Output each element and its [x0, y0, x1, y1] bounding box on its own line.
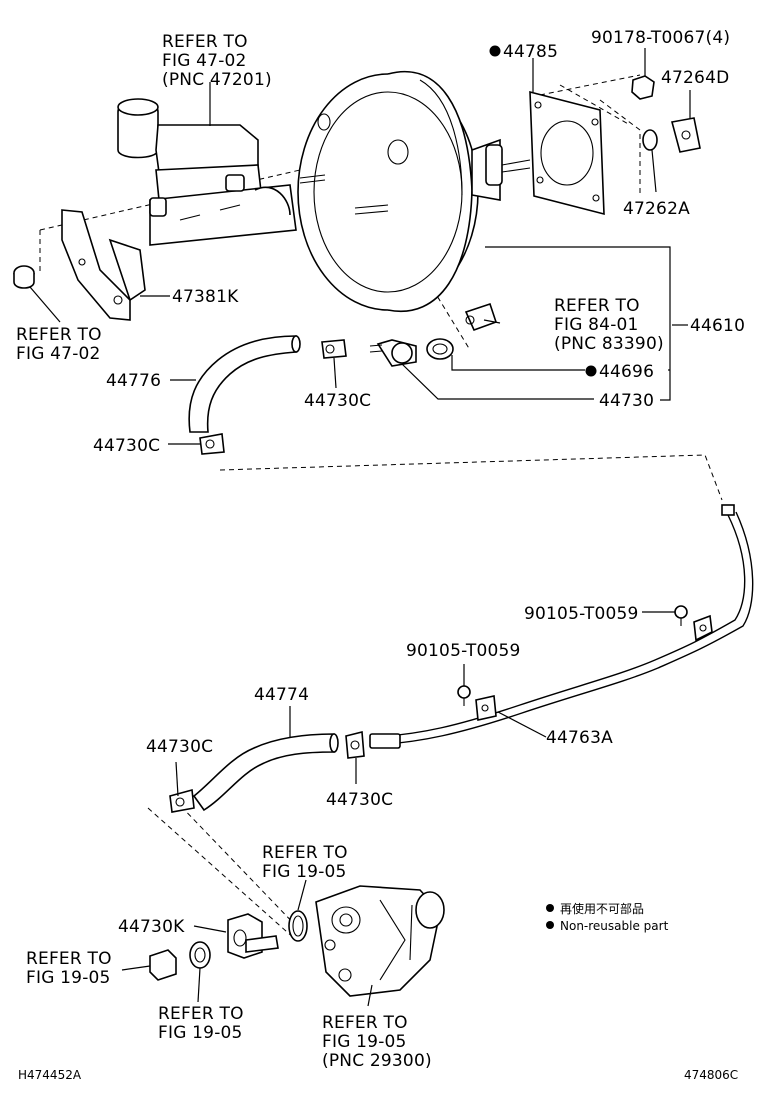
- label-47262a: 47262A: [623, 199, 690, 219]
- master-cylinder[interactable]: [117, 98, 297, 246]
- label-44730c-2: 44730C: [93, 436, 160, 456]
- label-refer-4702-1: REFER TO: [16, 325, 102, 345]
- clamp-lower-right[interactable]: [345, 730, 365, 759]
- code-left: H474452A: [18, 1068, 82, 1082]
- leader-lines: [29, 48, 691, 1007]
- label-refer-mc-1: REFER TO: [162, 32, 248, 52]
- vacuum-pipe-44763a[interactable]: [369, 504, 754, 749]
- label-refer-pump-2: FIG 19-05: [262, 862, 347, 882]
- brake-booster[interactable]: [297, 71, 531, 313]
- label-44776: 44776: [106, 371, 161, 391]
- check-valve-grommet[interactable]: [426, 338, 454, 360]
- bracket-47381k[interactable]: [61, 209, 146, 321]
- code-right: 474806C: [684, 1068, 738, 1082]
- label-44730c-3: 44730C: [146, 737, 213, 757]
- pipe-bracket-lower[interactable]: [475, 695, 497, 721]
- vacuum-switch[interactable]: [464, 302, 498, 332]
- label-refer-mid-1: REFER TO: [158, 1004, 244, 1024]
- plug[interactable]: [149, 949, 177, 981]
- nut-and-clevis[interactable]: [631, 75, 701, 153]
- label-refer-8401-1: REFER TO: [554, 296, 640, 316]
- label-44774: 44774: [254, 685, 309, 705]
- label-90178: 90178-T0067(4): [591, 28, 730, 48]
- label-refer-29300-3: (PNC 29300): [322, 1051, 432, 1071]
- bolt-upper[interactable]: [674, 605, 688, 626]
- clamp-upper[interactable]: [321, 339, 347, 359]
- hose-44774[interactable]: [192, 733, 339, 812]
- label-refer-left-1: REFER TO: [26, 949, 112, 969]
- union-44730k[interactable]: [227, 913, 279, 959]
- booster-gasket[interactable]: [529, 90, 605, 216]
- label-44730c-1: 44730C: [304, 391, 371, 411]
- label-refer-left-2: FIG 19-05: [26, 968, 111, 988]
- callout-labels: REFER TO FIG 47-02 (PNC 47201) 44785 901…: [16, 28, 745, 1071]
- legend-dot-2: [546, 921, 554, 929]
- legend-dot-1: [546, 904, 554, 912]
- bolt-lower[interactable]: [457, 685, 471, 706]
- label-44730: 44730: [599, 391, 654, 411]
- legend: 再使用不可部品 Non-reusable part: [546, 901, 669, 933]
- label-refer-4702-2: FIG 47-02: [16, 344, 101, 364]
- non-reusable-dot-44785: [489, 45, 501, 57]
- hose-44776[interactable]: [188, 335, 301, 433]
- label-refer-mc-2: FIG 47-02: [162, 51, 247, 71]
- check-valve[interactable]: [369, 339, 417, 367]
- label-refer-pump-1: REFER TO: [262, 843, 348, 863]
- label-refer-mc-3: (PNC 47201): [162, 70, 272, 90]
- label-90105-1: 90105-T0059: [524, 604, 639, 624]
- clamp-mid[interactable]: [199, 433, 225, 455]
- label-47381k: 47381K: [172, 287, 239, 307]
- label-44763a: 44763A: [546, 728, 613, 748]
- label-44785: 44785: [503, 42, 558, 62]
- label-44730c-4: 44730C: [326, 790, 393, 810]
- label-refer-29300-2: FIG 19-05: [322, 1032, 407, 1052]
- label-refer-mid-2: FIG 19-05: [158, 1023, 243, 1043]
- grommet[interactable]: [13, 265, 35, 289]
- label-refer-8401-2: FIG 84-01: [554, 315, 639, 335]
- label-refer-8401-3: (PNC 83390): [554, 334, 664, 354]
- label-90105-2: 90105-T0059: [406, 641, 521, 661]
- legend-cn: 再使用不可部品: [560, 901, 644, 916]
- clamp-lower-left[interactable]: [169, 788, 195, 813]
- pipe-bracket-upper[interactable]: [693, 614, 713, 642]
- non-reusable-dot-44696: [585, 365, 597, 377]
- label-refer-29300-1: REFER TO: [322, 1013, 408, 1033]
- vacuum-pump[interactable]: [315, 885, 445, 997]
- pump-o-ring[interactable]: [288, 910, 308, 942]
- label-47264d: 47264D: [661, 68, 729, 88]
- label-44610: 44610: [690, 316, 745, 336]
- label-44696: 44696: [599, 362, 654, 382]
- legend-en: Non-reusable part: [560, 919, 669, 933]
- washer[interactable]: [189, 941, 211, 969]
- label-44730k: 44730K: [118, 917, 185, 937]
